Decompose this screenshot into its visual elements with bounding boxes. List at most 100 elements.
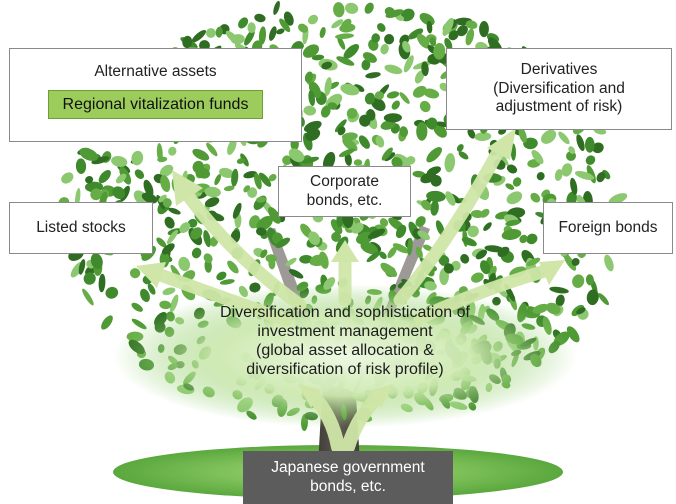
leaf [426, 20, 433, 34]
leaf [371, 97, 386, 111]
leaf [254, 13, 266, 23]
leaf [305, 128, 321, 141]
leaf [247, 187, 258, 198]
leaf [143, 179, 154, 197]
leaf [191, 247, 202, 259]
leaf [356, 231, 373, 245]
leaf [346, 107, 358, 119]
leaf [112, 186, 126, 200]
leaf [563, 253, 577, 271]
leaf [471, 272, 484, 283]
listed-stocks-box: Listed stocks [9, 202, 153, 254]
leaf [371, 33, 381, 43]
leaf [179, 222, 191, 233]
leaf [331, 231, 342, 242]
leaf [505, 219, 521, 227]
leaf [386, 91, 400, 99]
leaf [433, 43, 446, 60]
leaf [105, 286, 119, 299]
leaf [182, 35, 193, 49]
leaf [279, 18, 291, 33]
leaf [227, 260, 239, 274]
leaf [232, 202, 242, 219]
leaf [412, 170, 426, 178]
leaf [301, 156, 320, 164]
leaf [324, 77, 332, 96]
leaf [592, 142, 604, 154]
leaf [384, 34, 395, 45]
leaf [268, 257, 276, 270]
leaf [501, 229, 522, 240]
leaf [162, 198, 172, 208]
leaf [379, 251, 387, 260]
leaf [164, 216, 175, 229]
japanese-government-bonds-box: Japanese government bonds, etc. [243, 451, 453, 504]
leaf [260, 249, 268, 259]
center-line-2: investment management [257, 322, 433, 340]
center-line-4: diversification of risk profile) [246, 360, 444, 378]
leaf [336, 56, 355, 66]
leaf [366, 109, 376, 121]
leaf [379, 218, 389, 227]
leaf [227, 138, 237, 155]
leaf [380, 262, 398, 278]
leaf [366, 251, 381, 263]
leaf [407, 237, 413, 256]
leaf [576, 307, 586, 315]
leaf [340, 83, 360, 96]
leaf [168, 146, 177, 156]
leaf [479, 260, 491, 275]
leaf [344, 2, 359, 14]
leaf [258, 26, 267, 45]
derivatives-desc-line2: adjustment of risk) [495, 98, 623, 116]
leaf [433, 123, 447, 138]
leaf [302, 44, 320, 58]
leaf [505, 183, 515, 190]
leaf [78, 259, 86, 275]
leaf [360, 241, 378, 255]
leaf [445, 191, 456, 206]
leaf [438, 255, 450, 266]
leaf [572, 274, 585, 288]
leaf [571, 258, 580, 266]
leaf [384, 64, 403, 75]
derivatives-title: Derivatives [520, 60, 598, 78]
leaf [545, 302, 561, 315]
leaf [380, 120, 396, 130]
leaf [421, 200, 432, 211]
derivatives-desc-line1: (Diversification and [493, 79, 625, 97]
leaf [290, 157, 300, 169]
leaf [156, 237, 167, 248]
leaf [308, 231, 321, 246]
leaf [523, 137, 538, 150]
leaf [423, 88, 440, 99]
leaf [190, 227, 203, 240]
leaf [475, 249, 488, 260]
leaf [387, 246, 397, 259]
leaf [244, 29, 255, 46]
leaf [555, 294, 565, 307]
foreign-bonds-label: Foreign bonds [558, 218, 658, 236]
leaf [333, 2, 345, 18]
leaf [159, 164, 174, 177]
leaf [467, 128, 476, 139]
leaf [364, 92, 376, 105]
leaf [303, 105, 317, 116]
leaf [141, 192, 158, 204]
leaf [415, 216, 426, 227]
leaf [358, 135, 370, 149]
leaf [111, 155, 128, 168]
listed-stocks-label: Listed stocks [36, 218, 126, 236]
leaf [367, 228, 386, 240]
leaf [526, 233, 538, 245]
leaf [416, 122, 428, 141]
leaf [584, 136, 595, 153]
leaf [223, 185, 235, 192]
leaf [426, 190, 446, 202]
leaf [311, 54, 325, 61]
leaf [236, 158, 245, 164]
leaf [596, 172, 606, 183]
leaf [283, 11, 294, 26]
leaf [268, 207, 281, 224]
